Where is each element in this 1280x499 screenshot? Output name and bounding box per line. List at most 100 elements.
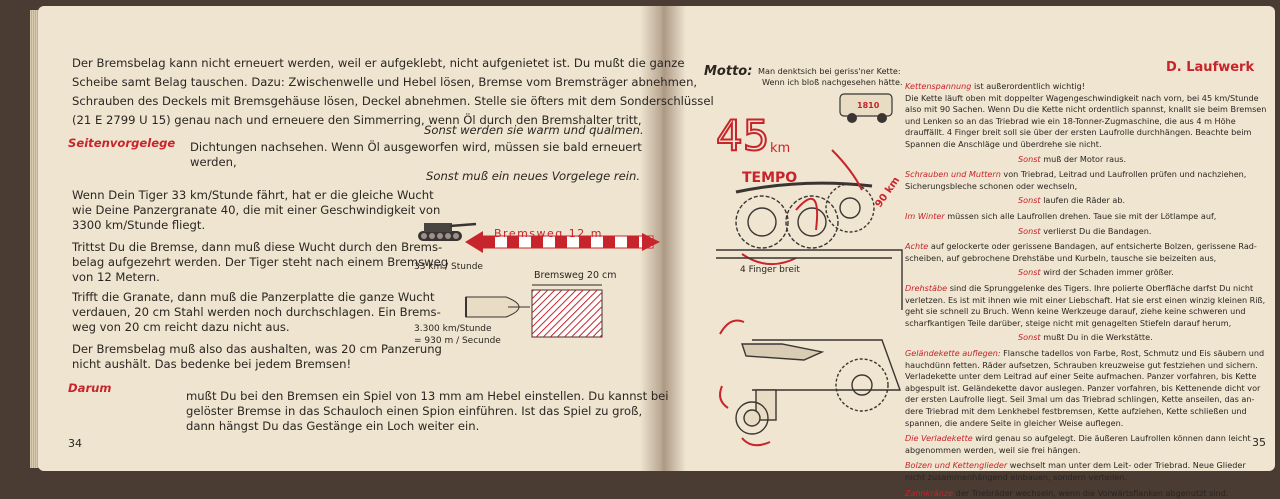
sonst-e-text: mußt Du in die Werkstätte. <box>1043 332 1153 343</box>
spannung-line-3: und Lenken so an das Triebrad wie ein 18… <box>905 116 1236 128</box>
sonst-d-text: wird der Schaden immer größer. <box>1043 267 1174 278</box>
tempo-label: TEMPO <box>742 170 797 186</box>
achte-line-1: scheiben, auf gebrochene Drehstäbe und K… <box>905 253 1216 265</box>
zahnkraenze-line-text: der Triebräder wechseln, wenn die Vorwär… <box>953 487 1229 498</box>
sonst-c-text: verlierst Du die Bandagen. <box>1043 225 1152 236</box>
sonst-c: Sonst verlierst Du die Bandagen. <box>1018 226 1152 238</box>
spannung-line-1: Die Kette läuft oben mit doppelter Wagen… <box>905 93 1259 105</box>
sonst-d: Sonst wird der Schaden immer größer. <box>1018 267 1174 279</box>
sonst1-text: Sonst werden sie warm und qualmen. <box>424 123 644 137</box>
spannung-line-4-text: drauffällt. 4 Finger breit soll sie über… <box>905 127 1252 138</box>
truck-icon: 1810 <box>839 93 893 123</box>
schrauben-line-1: Sicherungsbleche schonen oder wechseln, <box>905 181 1077 193</box>
drehstaebe-line-0-keyword: Drehstäbe <box>905 283 948 293</box>
paragraph1-line1: Der Bremsbelag kann nicht erneuert werde… <box>72 56 685 70</box>
bremse-line1: Trittst Du die Bremse, dann muß diese Wu… <box>72 240 443 254</box>
shell-icon <box>465 296 530 318</box>
verlade-line-1-text: abgenommen werden, weil sie frei hängen. <box>905 444 1081 455</box>
red-motion-arcs <box>741 149 863 265</box>
achte-line-0-text: auf gelockerte oder gerissene Bandagen, … <box>928 241 1257 252</box>
schrauben-line-0-keyword: Schrauben und Muttern <box>905 169 1001 180</box>
achte-line-0-keyword: Achte <box>905 241 929 252</box>
gelaende-line-0-text: Flansche tadellos von Farbe, Rost, Schmu… <box>1000 348 1265 358</box>
gelaende-line-6: spannen, die andere Seite in gleicher We… <box>905 418 1123 430</box>
motto-line2: Wenn ich bloß nachgesehen hätte. <box>762 77 903 87</box>
paragraph1-line2: Scheibe samt Belag tauschen. Dazu: Zwisc… <box>72 75 698 89</box>
spannung-line-2: also mit 90 Sachen. Wenn Du die Kette ni… <box>905 104 1266 116</box>
winter-line: Im Winter müssen sich alle Laufrollen dr… <box>905 211 1216 223</box>
bolzen-line-0: Bolzen und Kettenglieder wechselt man un… <box>905 460 1246 472</box>
tiger-line2: wie Deine Panzergranate 40, die mit eine… <box>72 203 441 217</box>
bolzen-line-1: nicht zusammenhängend einbauen, sondern … <box>905 472 1127 484</box>
gelaende-line-5-text: dere Triebrad mit dem Lenkhebel festbrem… <box>905 406 1247 416</box>
speed-unit: km <box>770 141 790 156</box>
motto-label: Motto: <box>704 64 753 79</box>
verlade-line-1: abgenommen werden, weil sie frei hängen. <box>905 445 1080 457</box>
bremse-line2: belag aufgezehrt werden. Der Tiger steht… <box>72 255 449 269</box>
verlade-line-0: Die Verladekette wird genau so aufgelegt… <box>905 433 1251 445</box>
seitenvorgelege-line1: Dichtungen nachsehen. Wenn Öl ausgeworfe… <box>190 140 642 154</box>
spannung-line-0-keyword: Kettenspannung <box>905 81 972 91</box>
gelaende-line-5: dere Triebrad mit dem Lenkhebel festbrem… <box>905 406 1247 418</box>
spannung-line-2-text: also mit 90 Sachen. Wenn Du die Kette ni… <box>905 104 1267 115</box>
achte-line-1-text: scheiben, auf gebrochene Drehstäbe und K… <box>905 252 1217 263</box>
winter-line-keyword: Im Winter <box>905 211 945 221</box>
sonst-e: Sonst mußt Du in die Werkstätte. <box>1018 332 1153 344</box>
sonst-c-keyword: Sonst <box>1018 225 1044 236</box>
granate-line3: weg von 20 cm reicht dazu nicht aus. <box>72 320 290 334</box>
speed-tiger-label: 33 km / Stunde <box>414 262 483 272</box>
drehstaebe-line-0-text: sind die Sprunggelenke des Tigers. Ihre … <box>947 283 1254 293</box>
bremsweg-20-label: Bremsweg 20 cm <box>534 270 617 281</box>
paragraph1-line4: (21 E 2799 U 15) genau nach und erneuere… <box>72 113 642 127</box>
wheels-icon <box>735 181 875 249</box>
gelaende-line-1: hauchdünn fetten. Räder aufsetzen, Schra… <box>905 360 1258 372</box>
gelaende-line-0: Geländekette auflegen: Flansche tadellos… <box>905 348 1264 360</box>
motto-line1: Man denktsich bei geriss'ner Kette: <box>758 66 901 76</box>
drehstaebe-line-2-text: geht sie schnell zu Bruch. Wenn keine We… <box>905 306 1246 317</box>
page-edges <box>30 10 40 468</box>
schrauben-line-1-text: Sicherungsbleche schonen oder wechseln, <box>905 180 1078 191</box>
tiger-line3: 3300 km/Stunde fliegt. <box>72 218 206 232</box>
sonst-b-keyword: Sonst <box>1018 195 1044 206</box>
spannung-line-5: Spannen die Anschläge und überdrehe sie … <box>905 139 1102 151</box>
speed-shell-line1: 3.300 km/Stunde <box>414 324 492 334</box>
rotation-arrows <box>719 319 771 447</box>
sonst2-text: Sonst muß ein neues Vorgelege rein. <box>426 169 641 183</box>
track-illustration: 45 km TEMPO 90 km 1810 4 Fing <box>715 93 903 447</box>
sonst-a: Sonst muß der Motor raus. <box>1018 154 1126 166</box>
bolzen-line-1-text: nicht zusammenhängend einbauen, sondern … <box>905 472 1127 482</box>
gelaende-line-4-text: der ersten Laufrolle liegt. Seil 3mal um… <box>905 394 1255 405</box>
drehstaebe-line-0: Drehstäbe sind die Sprunggelenke des Tig… <box>905 283 1253 295</box>
ninety-label: 90 km <box>873 175 902 210</box>
schrauben-line-0-text: von Triebrad, Leitrad und Laufrollen prü… <box>1000 169 1247 180</box>
seitenvorgelege-label: Seitenvorgelege <box>68 136 176 150</box>
granate-line1: Trifft die Granate, dann muß die Panzerp… <box>72 290 435 304</box>
darum-line1: mußt Du bei den Bremsen ein Spiel von 13… <box>186 389 669 403</box>
sonst-b-text: laufen die Räder ab. <box>1043 195 1126 206</box>
aushalten-line2: nicht aushält. Das bedenke bei jedem Bre… <box>72 357 352 371</box>
sonst-line-2: Sonst muß ein neues Vorgelege rein. <box>426 167 640 185</box>
zahnkraenze-line: Zahnkränze der Triebräder wechseln, wenn… <box>905 488 1228 499</box>
gelaende-line-2-text: Verladekette unter dem Leitrad auf einer… <box>905 371 1257 382</box>
spannung-line-0-text: ist außerordentlich wichtig! <box>971 81 1085 91</box>
verlade-line-0-keyword: Die Verladekette <box>905 433 973 444</box>
aushalten-line1: Der Bremsbelag muß also das aushalten, w… <box>72 342 442 356</box>
granate-line2: verdauen, 20 cm Stahl werden noch durchs… <box>72 305 441 319</box>
bolzen-line-0-keyword: Bolzen und Kettenglieder <box>905 460 1008 471</box>
verlade-line-0-text: wird genau so aufgelegt. Die äußeren Lau… <box>972 433 1251 444</box>
gelaende-line-0-keyword: Geländekette auflegen: <box>905 348 1001 358</box>
sonst-a-keyword: Sonst <box>1018 153 1044 164</box>
sonst-b: Sonst laufen die Räder ab. <box>1018 195 1125 207</box>
achte-line-0: Achte auf gelockerte oder gerissene Band… <box>905 241 1257 253</box>
braking-diagram <box>418 222 660 338</box>
spannung-line-3-text: und Lenken so an das Triebrad wie ein 18… <box>905 115 1236 126</box>
sonst-d-keyword: Sonst <box>1018 267 1044 278</box>
drehstaebe-line-2: geht sie schnell zu Bruch. Wenn keine We… <box>905 306 1246 318</box>
drehstaebe-line-1-text: verletzen. Es ist mit ihnen wie mit eine… <box>905 294 1266 305</box>
truck-number: 1810 <box>857 101 880 110</box>
gelaende-line-6-text: spannen, die andere Seite in gleicher We… <box>905 417 1124 428</box>
drehstaebe-line-3-text: scharfkantigen Teile darüber, steige nic… <box>905 317 1232 328</box>
gelaende-line-3-text: abgespult ist. Geländekette davor ausleg… <box>905 382 1261 393</box>
hull-outline <box>716 249 903 310</box>
tank-icon <box>418 222 477 241</box>
